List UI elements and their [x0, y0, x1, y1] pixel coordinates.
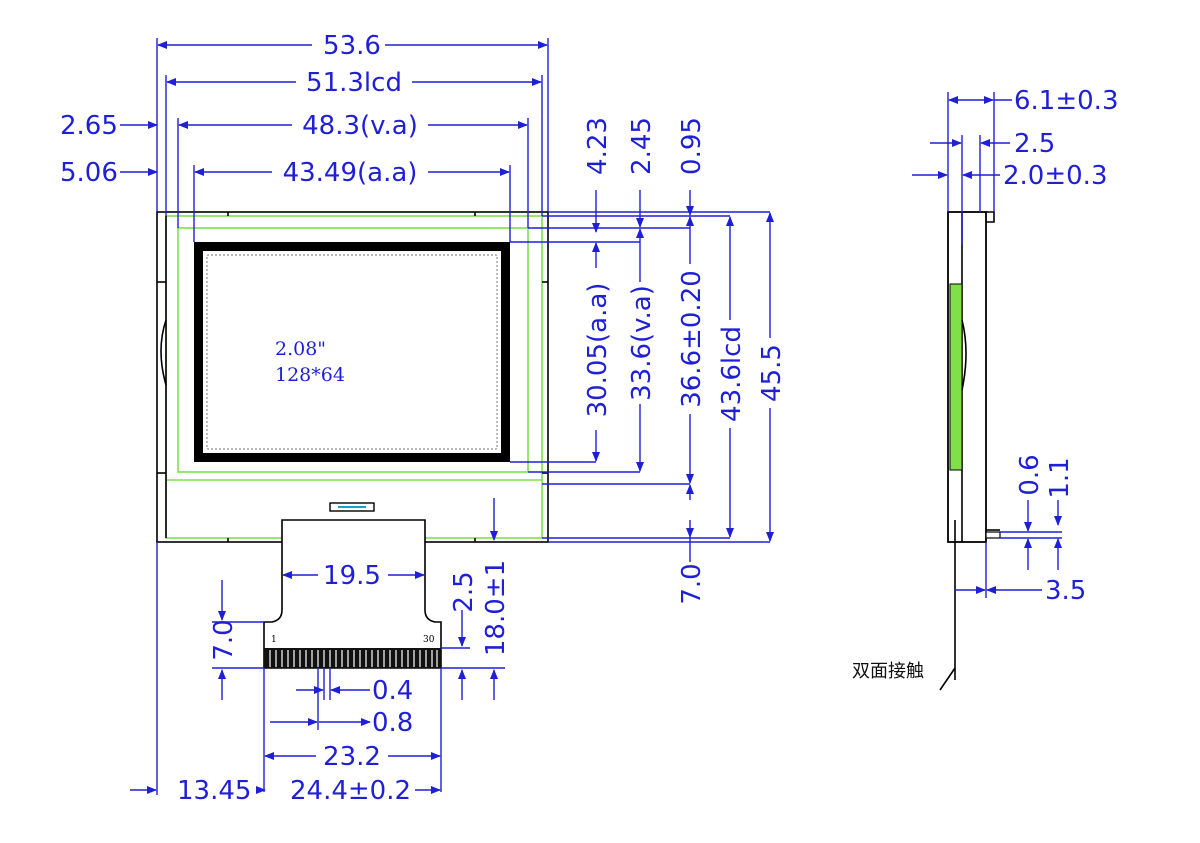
dim-left-offset-aa: 5.06	[60, 158, 118, 188]
dim-overall-height: 45.5	[757, 344, 787, 402]
screen-size-note: 2.08"	[275, 338, 326, 360]
lcd-module-outline	[156, 211, 549, 543]
right-dimensions	[510, 190, 774, 562]
dim-fpc-offset: 13.45	[177, 776, 251, 806]
dim-fpc-tail-height: 7.0	[209, 619, 239, 660]
dim-side-fpc-t2: 1.1	[1045, 457, 1075, 498]
dim-side-thickness: 6.1±0.3	[1014, 86, 1118, 116]
top-dimensions	[120, 38, 549, 242]
dim-fpc-total-width: 24.4±0.2	[290, 776, 411, 806]
side-view-outline	[939, 211, 1001, 691]
dim-fpc-contact-height: 2.5	[449, 571, 479, 612]
pin-1-label: 1	[271, 635, 277, 645]
fpc-cable	[263, 519, 442, 669]
dim-top-offset-aa: 4.23	[583, 117, 613, 175]
screen-resolution-note: 128*64	[275, 364, 345, 386]
dim-viewing-area-width: 48.3(v.a)	[302, 111, 418, 141]
dim-fpc-pin-span: 23.2	[323, 742, 381, 772]
dim-fpc-length: 18.0±1	[481, 560, 511, 656]
dim-top-offset-va: 2.45	[627, 117, 657, 175]
dim-lcd-height: 43.6lcd	[717, 326, 747, 422]
dim-lcd-width: 51.3lcd	[306, 68, 402, 98]
dim-side-glass: 2.5	[1014, 129, 1055, 159]
dim-top-offset-lcd: 0.95	[677, 117, 707, 175]
dim-backlight-height: 36.6±0.20	[677, 270, 707, 408]
dim-side-fpc-offset: 3.5	[1045, 576, 1086, 606]
dim-side-fpc-t1: 0.6	[1015, 454, 1045, 495]
dim-left-offset-va: 2.65	[60, 111, 118, 141]
dim-side-bezel: 2.0±0.3	[1003, 161, 1107, 191]
dim-viewing-area-height: 33.6(v.a)	[627, 285, 657, 401]
dim-fpc-width: 19.5	[323, 561, 381, 591]
dim-active-area-width: 43.49(a.a)	[283, 158, 418, 188]
dim-bottom-offset: 7.0	[677, 563, 707, 604]
fpc-dimensions	[130, 498, 505, 795]
side-view-dimensions	[912, 92, 1062, 598]
pin-30-label: 30	[423, 635, 435, 645]
double-sided-contact-label: 双面接触	[852, 661, 924, 682]
dim-fpc-pitch: 0.8	[372, 708, 413, 738]
dim-fpc-gap: 0.4	[372, 676, 413, 706]
dim-active-area-height: 30.05(a.a)	[583, 283, 613, 418]
dim-overall-width: 53.6	[323, 31, 381, 61]
